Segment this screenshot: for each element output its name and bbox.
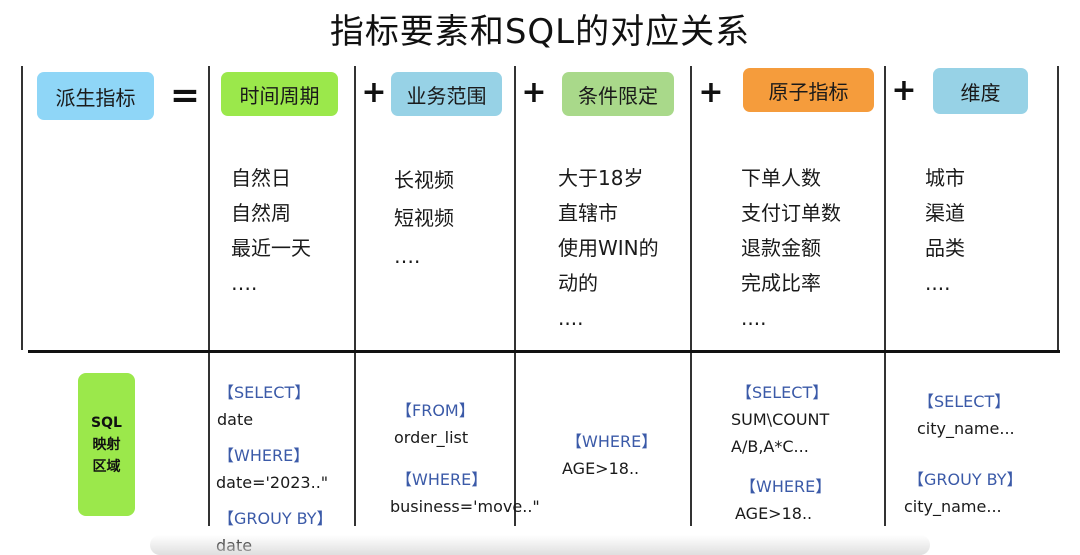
plus-sign: + (361, 75, 387, 110)
list-item: 下单人数 (741, 166, 821, 190)
sql-keyword: 【FROM】 (396, 401, 475, 420)
pill-atomic-metric: 原子指标 (743, 68, 874, 112)
list-item: 使用WIN的 (558, 236, 659, 260)
sql-section-divider (28, 350, 1060, 353)
list-item: 支付订单数 (741, 201, 841, 225)
plus-sign: + (891, 73, 917, 108)
plus-sign: + (698, 75, 724, 110)
sql-text: business='move.." (390, 497, 540, 516)
column-divider (208, 66, 210, 526)
list-item: .... (925, 271, 951, 295)
column-divider (21, 66, 23, 350)
sql-keyword: 【SELECT】 (736, 383, 829, 402)
list-item: .... (741, 306, 767, 330)
pill-dimension: 维度 (933, 68, 1028, 114)
list-item: 最近一天 (231, 236, 311, 260)
equals-sign: = (169, 75, 201, 116)
column-divider (354, 66, 356, 526)
pill-time-period: 时间周期 (221, 72, 338, 116)
sql-text: AGE>18.. (562, 459, 640, 478)
badge-line: 映射 (92, 436, 121, 453)
sql-keyword: 【WHERE】 (740, 477, 832, 496)
time-period-examples: 自然日 自然周 最近一天 …. (231, 161, 311, 301)
bottom-shadow (150, 535, 930, 555)
sql-text: date (217, 410, 254, 429)
dimension-examples: 城市 渠道 品类 .... (925, 161, 965, 301)
sql-keyword: 【WHERE】 (218, 446, 310, 465)
sql-keyword: 【SELECT】 (918, 392, 1011, 411)
column-divider (514, 66, 516, 526)
badge-line: SQL (91, 414, 122, 431)
sql-keyword: 【SELECT】 (218, 383, 311, 402)
sql-text: city_name... (904, 497, 1002, 516)
sql-keyword: 【WHERE】 (566, 432, 658, 451)
sql-text: SUM\COUNT (731, 410, 830, 429)
list-item: …. (231, 271, 258, 295)
list-item: 动的 (558, 271, 598, 295)
column-divider (1057, 66, 1059, 350)
pill-derived-metric: 派生指标 (37, 72, 154, 120)
sql-text: city_name... (917, 419, 1015, 438)
atomic-metric-examples: 下单人数 支付订单数 退款金额 完成比率 .... (741, 161, 841, 336)
list-item: 自然周 (231, 201, 291, 225)
badge-line: 区域 (92, 458, 121, 475)
plus-sign: + (521, 75, 547, 110)
sql-text: order_list (394, 428, 469, 447)
business-scope-examples: 长视频 短视频 …. (394, 161, 454, 275)
list-item: 长视频 (394, 168, 454, 192)
list-item: …. (394, 244, 421, 268)
column-divider (884, 66, 886, 526)
sql-keyword: 【GROUY BY】 (218, 509, 333, 528)
list-item: 完成比率 (741, 271, 821, 295)
list-item: .... (558, 306, 584, 330)
pill-business-scope: 业务范围 (391, 72, 502, 116)
sql-text: date='2023.." (216, 473, 329, 492)
sql-text: A/B,A*C... (731, 437, 809, 456)
list-item: 直辖市 (558, 201, 618, 225)
list-item: 退款金额 (741, 236, 821, 260)
sql-mapping-badge: SQL 映射 区域 (78, 373, 135, 516)
sql-keyword: 【WHERE】 (396, 470, 488, 489)
list-item: 自然日 (231, 166, 291, 190)
list-item: 渠道 (925, 201, 965, 225)
pill-condition: 条件限定 (562, 72, 674, 116)
list-item: 品类 (925, 236, 965, 260)
list-item: 短视频 (394, 206, 454, 230)
sql-text: AGE>18.. (735, 504, 813, 523)
list-item: 大于18岁 (558, 166, 644, 190)
column-divider (690, 66, 692, 526)
condition-examples: 大于18岁 直辖市 使用WIN的 动的 .... (558, 161, 659, 336)
page-title: 指标要素和SQL的对应关系 (329, 12, 751, 52)
list-item: 城市 (925, 166, 965, 190)
sql-keyword: 【GROUY BY】 (908, 470, 1023, 489)
